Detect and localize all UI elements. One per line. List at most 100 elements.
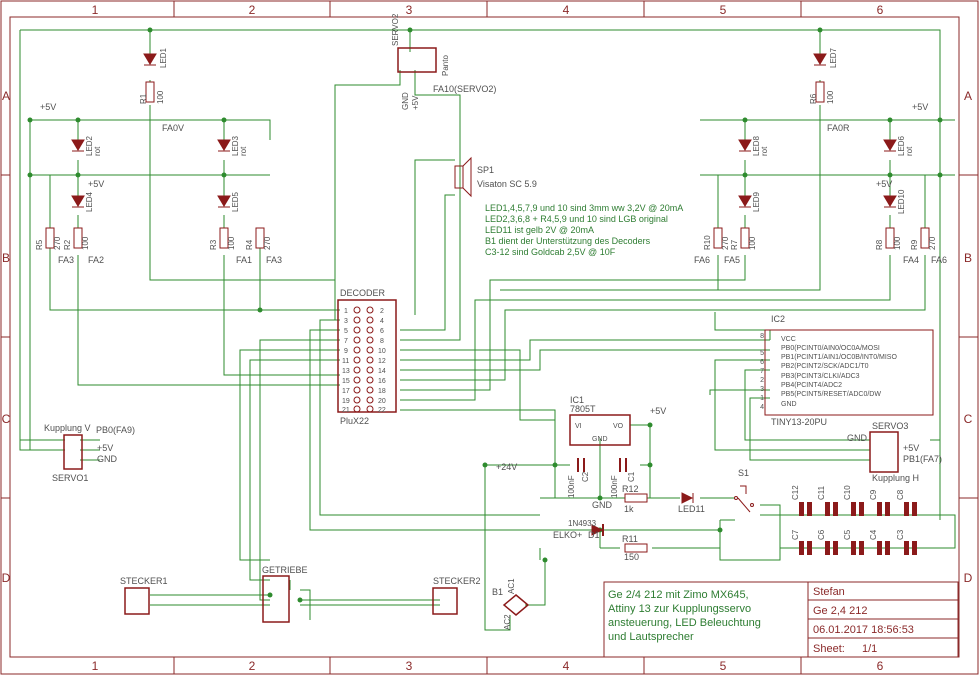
col-label-1: 1	[92, 3, 99, 17]
servo2-connector	[397, 47, 437, 73]
ic2-label: IC2	[771, 314, 785, 324]
ic2-pin-pb0: PB0(PCINT0/AIN0/OC0A/MOSI	[781, 345, 880, 352]
ic1-vi-label: VI	[575, 423, 582, 430]
svg-text:19: 19	[342, 398, 350, 405]
leds	[71, 53, 897, 504]
c2-value: 100nF	[567, 475, 576, 498]
led4-symbol	[71, 195, 85, 208]
diode-type-label: 1N4933	[568, 519, 597, 528]
plus5v-ic1-label: +5V	[650, 406, 666, 416]
plus5v-servo2-label: +5V	[411, 95, 420, 110]
resistors	[45, 81, 930, 553]
title-desc-line-4: und Lautsprecher	[608, 631, 694, 643]
title-drawing: Ge 2,4 212	[813, 605, 867, 617]
svg-text:18: 18	[378, 388, 386, 395]
resistor-r5	[45, 227, 55, 249]
r7-value: 100	[748, 236, 757, 250]
svg-text:17: 17	[342, 388, 350, 395]
title-desc-line-3: ansteuerung, LED Beleuchtung	[608, 617, 761, 629]
c3-label: C3	[896, 529, 905, 540]
svg-text:2: 2	[380, 308, 384, 315]
r12-value: 1k	[624, 504, 634, 514]
c12-label: C12	[791, 485, 800, 500]
resistor-r3	[219, 227, 229, 249]
switch-s1	[734, 485, 754, 513]
plus24v-label: +24V	[496, 462, 517, 472]
resistor-r2	[73, 227, 83, 249]
col-label-4: 4	[563, 3, 570, 17]
led11-symbol	[681, 492, 694, 504]
led10-label: LED10	[897, 189, 906, 214]
row-label-d: D	[2, 571, 11, 585]
sp1-label: SP1	[477, 165, 494, 175]
ic2-attiny	[764, 329, 934, 416]
svg-text:1: 1	[344, 308, 348, 315]
elko-label: ELKO+	[553, 530, 582, 540]
gnd-servo2-label: GND	[401, 92, 410, 110]
row-label-a-right: A	[964, 89, 972, 103]
r6-value: 100	[826, 90, 835, 104]
stecker2-connector	[432, 587, 458, 615]
led2-label: LED2	[85, 135, 94, 156]
resistor-r10	[713, 227, 723, 249]
led3-color: rot	[239, 146, 248, 156]
svg-text:5: 5	[344, 328, 348, 335]
svg-text:7: 7	[760, 368, 764, 375]
led9-symbol	[738, 195, 752, 208]
led11-label: LED11	[678, 504, 705, 514]
ic1-label: IC1	[570, 395, 584, 405]
svg-text:9: 9	[344, 348, 348, 355]
r6-label: R6	[809, 93, 818, 104]
r3-value: 100	[227, 236, 236, 250]
fa3-label-right: FA3	[266, 255, 282, 265]
r11-value: 150	[624, 552, 639, 562]
led8-label: LED8	[752, 135, 761, 156]
svg-text:15: 15	[342, 378, 350, 385]
led1-symbol	[143, 53, 157, 66]
resistor-r12	[624, 493, 648, 503]
col-label-5-bottom: 5	[720, 659, 727, 673]
svg-text:13: 13	[342, 368, 350, 375]
ic2-pin-pb2: PB2(PCINT2/SCK/ADC1/T0	[781, 363, 869, 370]
fa5-label: FA5	[724, 255, 740, 265]
pb1-label: PB1(FA7)	[903, 454, 942, 464]
col-label-2: 2	[249, 3, 256, 17]
note-line-2: LED2,3,6,8 + R4,5,9 und 10 sind LGB orig…	[485, 214, 668, 224]
note-line-5: C3-12 sind Goldcab 2,5V @ 10F	[485, 247, 616, 257]
r1-label: R1	[139, 93, 148, 104]
getriebe-connector	[262, 575, 290, 623]
decoder-plux22	[337, 299, 397, 413]
led2-symbol	[71, 139, 85, 152]
gnd-servo3-label: GND	[847, 433, 868, 443]
fa6-label-left: FA6	[694, 255, 710, 265]
resistor-r11	[624, 543, 648, 553]
servo2-label: SERVO2	[391, 13, 400, 46]
servo3-label: SERVO3	[872, 421, 908, 431]
title-date: 06.01.2017 18:56:53	[813, 624, 914, 636]
c7-label: C7	[791, 529, 800, 540]
led3-label: LED3	[231, 135, 240, 156]
led6-color: rot	[905, 146, 914, 156]
note-line-1: LED1,4,5,7,9 und 10 sind 3mm ww 3,2V @ 2…	[485, 203, 683, 213]
led7-symbol	[813, 53, 827, 66]
speaker-cone	[462, 156, 472, 198]
r12-label: R12	[622, 484, 639, 494]
title-author: Stefan	[813, 586, 845, 598]
r11-label: R11	[622, 534, 638, 544]
panto-label: Panto	[441, 55, 450, 76]
c1-label: C1	[627, 471, 636, 482]
resistor-r6	[815, 81, 825, 103]
ic2-pin-pb3: PB3(PCINT3/CLKI/ADC3	[781, 373, 860, 380]
title-desc-line-2: Attiny 13 zur Kupplungsservo	[608, 603, 751, 615]
r4-value: 270	[263, 236, 272, 250]
r4-label: R4	[245, 239, 254, 250]
col-label-6: 6	[877, 3, 884, 17]
fa0v-label: FA0V	[162, 123, 184, 133]
svg-text:6: 6	[380, 328, 384, 335]
ac2-label: AC2	[503, 614, 512, 630]
svg-text:12: 12	[378, 358, 386, 365]
r2-value: 100	[81, 236, 90, 250]
note-line-3: LED11 ist gelb 2V @ 20mA	[485, 225, 594, 235]
svg-text:1: 1	[760, 395, 764, 402]
r5-value: 270	[53, 236, 62, 250]
